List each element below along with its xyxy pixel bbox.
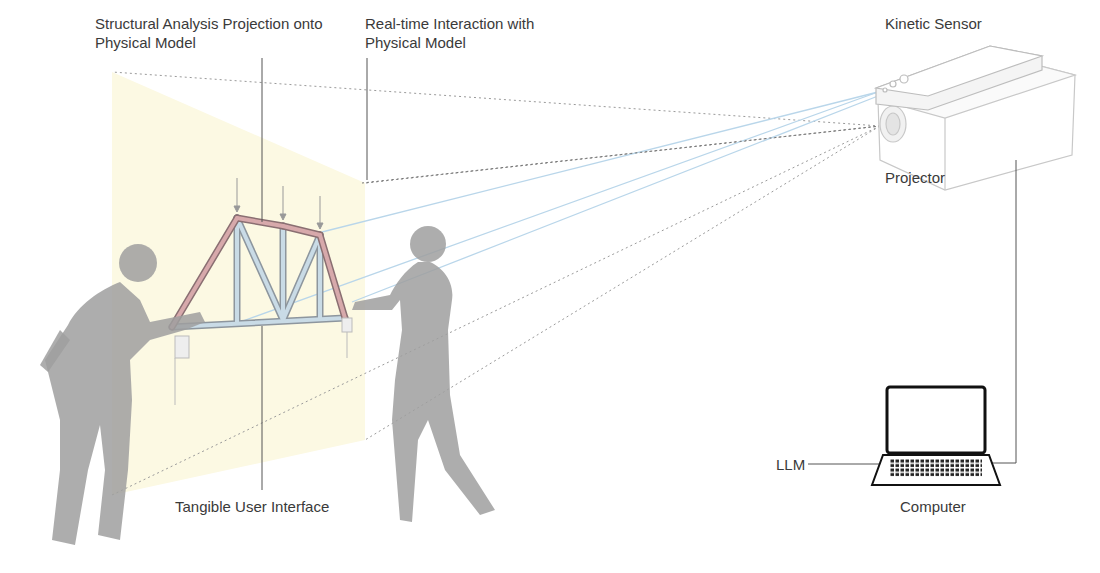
- leader-lines: [262, 58, 880, 490]
- callout-label: Structural Analysis Projection onto Phys…: [95, 14, 335, 52]
- projection-frustum: [112, 72, 880, 495]
- device-label: Kinetic Sensor: [885, 14, 982, 33]
- laptop: [872, 387, 1000, 485]
- projection-plane: [112, 72, 365, 495]
- device-label: Computer: [900, 497, 966, 516]
- kinetic-sensor: [876, 46, 1042, 110]
- people: [40, 226, 495, 545]
- leader-dotted: [362, 126, 880, 183]
- callout-label: Tangible User Interface: [175, 497, 329, 516]
- load-arrows: [234, 178, 323, 229]
- software-label: LLM: [776, 455, 805, 474]
- truss-model: [172, 218, 345, 327]
- sensor-rays: [240, 92, 878, 322]
- device-label: Projector: [885, 168, 945, 187]
- wire: [987, 160, 1016, 463]
- supports: [175, 318, 352, 405]
- callout-label: Real-time Interaction with Physical Mode…: [365, 14, 535, 52]
